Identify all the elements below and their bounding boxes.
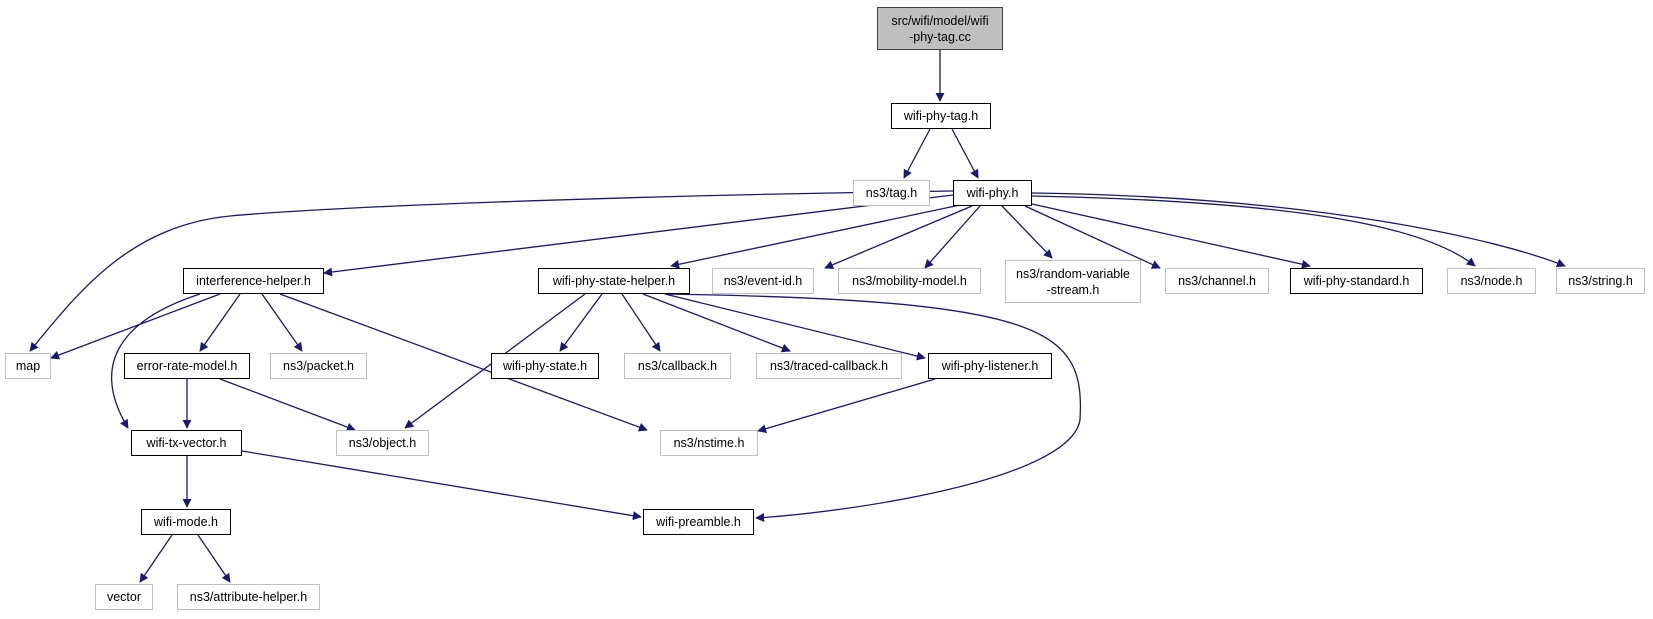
edge-wifi_phy_h-to-ns3_random_variable_stream_h — [1001, 205, 1053, 259]
edge-interference_helper_h-to-ns3_nstime_h — [279, 293, 648, 432]
edge-wifi_phy_listener_h-to-ns3_nstime_h — [757, 378, 936, 434]
node-ns3-channel-h: ns3/channel.h — [1165, 268, 1269, 294]
edge-wifi_tx_vector_h-to-wifi_preamble_h — [241, 450, 642, 521]
node-ns3-string-h: ns3/string.h — [1556, 268, 1645, 294]
node-ns3-event-id-h: ns3/event-id.h — [712, 268, 814, 294]
edge-wifi_phy_tag_h-to-wifi_phy_h — [951, 128, 979, 179]
node-ns3-callback-h: ns3/callback.h — [624, 353, 731, 379]
node-root-file: src/wifi/model/wifi -phy-tag.cc — [877, 7, 1003, 50]
edge-wifi_phy_h-to-interference_helper_h — [323, 194, 954, 277]
edge-wifi_phy_state_helper_h-to-ns3_traced_callback_h — [642, 293, 791, 353]
node-wifi-tx-vector-h[interactable]: wifi-tx-vector.h — [131, 430, 242, 456]
node-wifi-preamble-h[interactable]: wifi-preamble.h — [643, 509, 754, 535]
edge-wifi_phy_h-to-ns3_mobility_model_h — [924, 205, 981, 269]
node-ns3-attribute-helper-h: ns3/attribute-helper.h — [177, 584, 320, 610]
node-error-rate-model-h[interactable]: error-rate-model.h — [124, 353, 250, 379]
edge-wifi_phy_state_helper_h-to-wifi_phy_listener_h — [664, 293, 926, 361]
edge-wifi_phy_h-to-wifi_phy_standard_h — [1031, 203, 1311, 269]
node-ns3-node-h: ns3/node.h — [1447, 268, 1536, 294]
node-map: map — [5, 353, 51, 379]
node-wifi-phy-tag-h[interactable]: wifi-phy-tag.h — [891, 103, 991, 129]
edge-wifi_phy_tag_h-to-ns3_tag_h — [903, 128, 931, 179]
node-ns3-mobility-model-h: ns3/mobility-model.h — [838, 268, 981, 294]
node-ns3-random-variable-stream-h: ns3/random-variable -stream.h — [1005, 260, 1141, 303]
edge-interference_helper_h-to-wifi_tx_vector_h — [111, 293, 201, 429]
edge-interference_helper_h-to-ns3_packet_h — [261, 293, 303, 352]
node-wifi-phy-h[interactable]: wifi-phy.h — [953, 180, 1032, 206]
edge-wifi_phy_h-to-map — [29, 190, 954, 352]
edge-interference_helper_h-to-map — [50, 293, 221, 360]
edge-wifi_phy_h-to-ns3_event_id_h — [824, 205, 973, 269]
edge-wifi_phy_h-to-ns3_channel_h — [1024, 205, 1161, 269]
edge-wifi_phy_state_helper_h-to-wifi_preamble_h — [664, 293, 1082, 522]
node-wifi-phy-state-h[interactable]: wifi-phy-state.h — [491, 353, 599, 379]
node-ns3-packet-h: ns3/packet.h — [270, 353, 367, 379]
node-interference-helper-h[interactable]: interference-helper.h — [183, 268, 324, 294]
node-wifi-mode-h[interactable]: wifi-mode.h — [141, 509, 231, 535]
edge-wifi_mode_h-to-ns3_attribute_helper_h — [197, 534, 231, 583]
node-ns3-object-h: ns3/object.h — [336, 430, 429, 456]
node-ns3-traced-callback-h: ns3/traced-callback.h — [756, 353, 902, 379]
edge-wifi_phy_h-to-ns3_string_h — [1031, 192, 1566, 268]
edge-wifi_phy_state_helper_h-to-wifi_phy_state_h — [559, 293, 603, 352]
node-wifi-phy-standard-h[interactable]: wifi-phy-standard.h — [1290, 268, 1423, 294]
node-ns3-nstime-h: ns3/nstime.h — [660, 430, 758, 456]
node-vector: vector — [95, 584, 153, 610]
edge-error_rate_model_h-to-ns3_object_h — [219, 378, 356, 432]
node-ns3-tag-h: ns3/tag.h — [853, 180, 930, 206]
edge-wifi_mode_h-to-vector — [139, 534, 173, 583]
node-wifi-phy-listener-h[interactable]: wifi-phy-listener.h — [928, 353, 1052, 379]
edge-interference_helper_h-to-error_rate_model_h — [199, 293, 241, 352]
node-wifi-phy-state-helper-h[interactable]: wifi-phy-state-helper.h — [538, 268, 690, 294]
edge-wifi_phy_h-to-ns3_node_h — [1031, 195, 1476, 267]
edge-wifi_phy_state_helper_h-to-ns3_callback_h — [621, 293, 661, 352]
edge-wifi_phy_h-to-wifi_phy_state_helper_h — [670, 204, 961, 269]
